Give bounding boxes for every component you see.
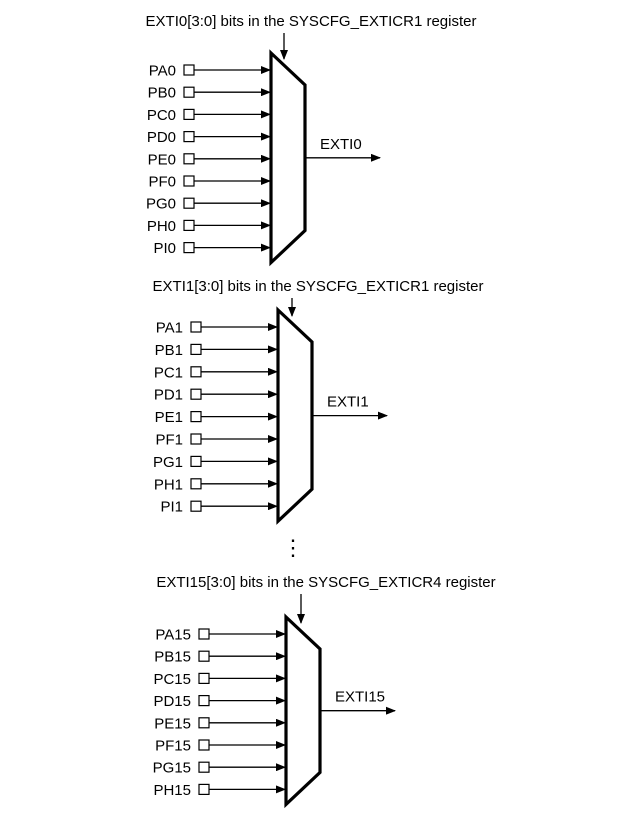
input-pin-box [190,500,202,512]
select-register-label: EXTI0[3:0] bits in the SYSCFG_EXTICR1 re… [146,13,477,30]
input-pin-label: PD0 [147,129,176,146]
mux-block-exti1: EXTI1[3:0] bits in the SYSCFG_EXTICR1 re… [153,278,484,525]
input-pin-box [183,153,195,165]
input-pin-label: PG1 [153,454,183,471]
input-pin-label: PE0 [148,151,176,168]
input-pin-label: PH15 [153,782,191,799]
input-pin-box [198,717,210,729]
input-pin-label: PC15 [153,671,191,688]
input-pin-label: PG15 [153,760,191,777]
input-pin-box [198,650,210,662]
input-pin-label: PH0 [147,218,176,235]
input-pin-box [183,219,195,231]
mux-block-exti0: EXTI0[3:0] bits in the SYSCFG_EXTICR1 re… [146,13,477,267]
input-pin-label: PI0 [153,240,176,257]
input-pin-label: PA15 [155,627,191,644]
input-pin-label: PD1 [154,387,183,404]
input-pin-label: PI1 [160,499,183,516]
input-pin-box [190,321,202,333]
output-label: EXTI15 [335,689,385,706]
input-pin-box [190,411,202,423]
input-pin-label: PA1 [156,320,183,337]
multiplexer-shape [269,49,307,267]
input-pin-box [183,242,195,254]
input-pin-box [198,628,210,640]
input-pin-box [190,388,202,400]
input-pin-box [198,783,210,796]
mux-block-exti15: EXTI15[3:0] bits in the SYSCFG_EXTICR4 r… [153,574,496,809]
input-pin-box [190,343,202,355]
input-pin-label: PB1 [155,342,183,359]
ellipsis-dots: ⋮ [282,535,304,560]
input-pin-box [183,108,195,121]
input-pin-box [183,64,195,76]
multiplexer-shape [276,306,314,525]
input-pin-label: PF15 [155,738,191,755]
input-pin-label: PC0 [147,107,176,124]
input-pin-label: PH1 [154,476,183,493]
input-pin-box [198,761,210,773]
input-pin-box [190,366,202,378]
input-pin-label: PA0 [149,63,176,80]
input-pin-box [183,197,195,209]
input-pin-label: PE15 [154,715,191,732]
input-pin-box [190,433,202,445]
input-pin-box [190,455,202,467]
output-label: EXTI0 [320,136,362,153]
input-pin-box [183,175,195,187]
select-register-label: EXTI1[3:0] bits in the SYSCFG_EXTICR1 re… [153,278,484,295]
input-pin-label: PD15 [153,693,191,710]
input-pin-label: PB0 [148,85,176,102]
input-pin-label: PE1 [155,409,183,426]
input-pin-label: PC1 [154,364,183,381]
input-pin-label: PF1 [155,432,183,449]
multiplexer-shape [284,613,322,809]
input-pin-box [183,131,195,143]
input-pin-label: PG0 [146,196,176,213]
input-pin-box [198,694,210,707]
input-pin-box [198,672,210,685]
input-pin-box [183,86,195,98]
output-label: EXTI1 [327,394,369,411]
input-pin-label: PF0 [148,174,176,191]
input-pin-box [190,478,202,490]
input-pin-box [198,739,210,751]
input-pin-label: PB15 [154,649,191,666]
select-register-label: EXTI15[3:0] bits in the SYSCFG_EXTICR4 r… [156,574,495,591]
